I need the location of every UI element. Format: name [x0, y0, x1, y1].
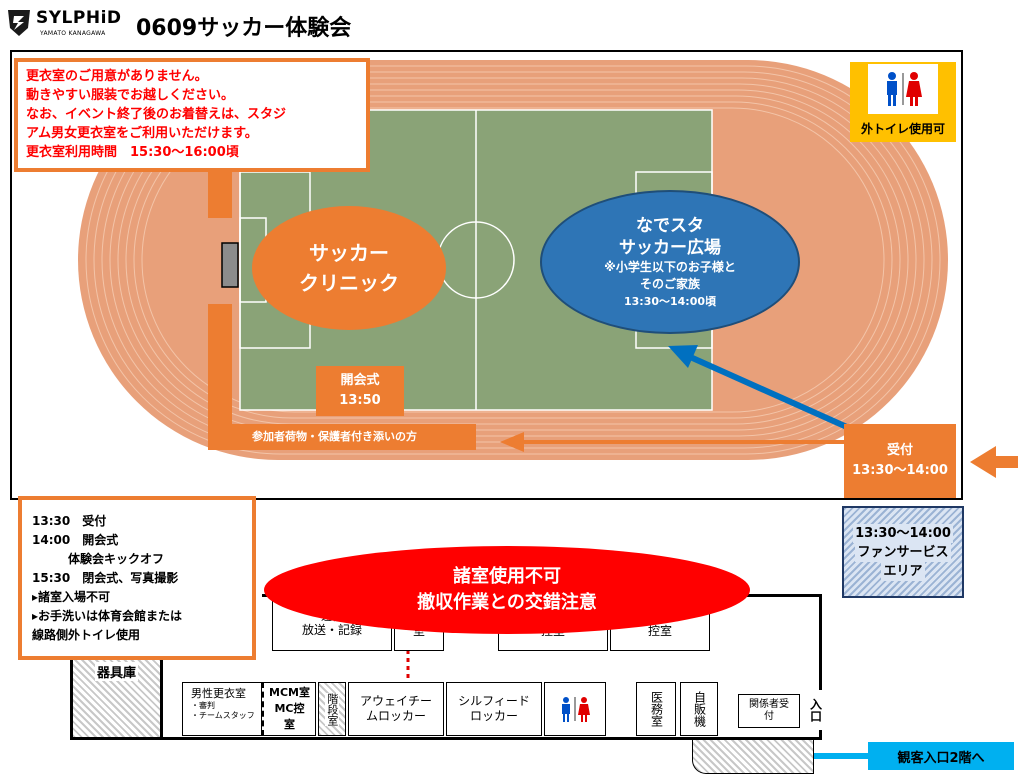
mcm-label-2: MC控 — [274, 702, 305, 715]
schedule-row: 15:30 閉会式、写真撮影 — [32, 571, 179, 585]
staff-reception-label: 関係者受付 — [749, 698, 789, 723]
notice-line: 更衣室のご用意がありません。 — [26, 69, 208, 84]
shield-logo-icon — [8, 10, 30, 36]
room-stairs: 階段室 — [318, 682, 346, 736]
room-sylphid-locker: シルフィードロッカー — [446, 682, 542, 736]
stairs-label: 階段室 — [325, 692, 339, 726]
hiroba-line3: ※小学生以下のお子様と — [604, 259, 736, 274]
reception-box: 受付 13:30〜14:00 — [844, 424, 956, 498]
soccer-hiroba-area: なでスタ サッカー広場 ※小学生以下のお子様と そのご家族 13:30〜14:0… — [540, 190, 800, 334]
soccer-clinic-area: サッカー クリニック — [252, 206, 446, 330]
reception-time: 13:30〜14:00 — [852, 463, 948, 478]
page-title: 0609サッカー体験会 — [136, 16, 352, 41]
room-broadcast-label: 放送・記録 — [301, 623, 362, 638]
building-wall-bottom — [70, 737, 822, 740]
orange-arrow-in-icon — [970, 446, 1018, 478]
hiroba-line4: そのご家族 — [639, 276, 700, 291]
building-wall-left — [70, 660, 73, 740]
path-left-top — [208, 170, 232, 218]
men-locker-sub2: ・チームスタッフ — [191, 710, 255, 720]
track-lanes — [85, 65, 941, 455]
mcm-label-3: 室 — [284, 718, 295, 731]
notice-line: 動きやすい服装でお越しください。 — [26, 88, 235, 103]
notice-line: なお、イベント終了後のお着替えは、スタジ — [26, 107, 287, 122]
building-wall-right — [819, 594, 822, 740]
mcm-label-1: MCM室 — [269, 686, 310, 699]
schedule-row: 体験会キックオフ — [32, 552, 165, 566]
luggage-label: 参加者荷物・保護者付き添いの方 — [252, 430, 417, 443]
fan-service-area: 13:30〜14:00 ファンサービス エリア — [842, 506, 964, 598]
fan-service-label2: エリア — [881, 561, 925, 581]
restroom-icon — [562, 697, 590, 722]
corridor-wall — [160, 660, 163, 740]
schedule-box: 13:30 受付 14:00 開会式 体験会キックオフ 15:30 閉会式、写真… — [18, 496, 256, 660]
equipment-storage-label: 器具庫 — [94, 662, 138, 681]
sylphid-locker-label: シルフィードロッカー — [458, 694, 530, 723]
warning-ellipse: 諸室使用不可 撤収作業との交錯注意 — [264, 546, 750, 634]
hiroba-line5: 13:30〜14:00頃 — [623, 294, 717, 308]
schedule-row: 14:00 開会式 — [32, 533, 119, 547]
room-vending: 自販機 — [680, 682, 718, 736]
staff-reception: 関係者受付 — [738, 694, 800, 728]
entrance-label: 入口 — [806, 690, 826, 730]
blue-arrow-icon — [668, 345, 860, 435]
path-left-bottom — [208, 304, 232, 424]
spectator-entrance-label: 観客入口2階へ — [868, 742, 1014, 770]
medical-label: 医務室 — [649, 691, 664, 727]
orange-arrow-left-icon — [500, 432, 848, 452]
notice-line: 更衣室利用時間 15:30〜16:00頃 — [26, 145, 239, 160]
room-men-locker: 男性更衣室 ・審判 ・チームスタッフ — [182, 682, 262, 736]
room-mcm: MCM室 MC控 室 — [262, 682, 316, 736]
men-locker-label: 男性更衣室 — [191, 687, 246, 700]
schedule-row: ▸諸室入場不可 — [32, 590, 111, 604]
logo-subtext: YAMATO KANAGAWA — [40, 30, 106, 37]
clinic-line1: サッカー — [309, 241, 389, 265]
schedule-row: 13:30 受付 — [32, 514, 107, 528]
clinic-line2: クリニック — [299, 271, 399, 295]
hiroba-line1: なでスタ — [636, 215, 704, 236]
fan-service-label1: ファンサービス — [855, 542, 951, 562]
sylphid-logo: SYLPHiD YAMATO KANAGAWA — [6, 6, 126, 42]
toilet-label: 外トイレ使用可 — [860, 121, 945, 136]
logo-wordmark: SYLPHiD — [36, 8, 122, 28]
left-goal — [221, 242, 239, 288]
opening-label: 開会式 — [340, 373, 380, 388]
luggage-bar: 参加者荷物・保護者付き添いの方 — [208, 424, 476, 450]
warning-line2: 撤収作業との交錯注意 — [417, 592, 597, 613]
opening-time: 13:50 — [339, 393, 381, 408]
restroom-icon — [868, 64, 938, 114]
room-equipment-storage: 器具庫 — [73, 660, 160, 737]
men-locker-sub1: ・審判 — [191, 700, 215, 710]
header: SYLPHiD YAMATO KANAGAWA 0609サッカー体験会 — [0, 0, 1024, 48]
spectator-stairs — [692, 740, 814, 774]
schedule-row: ▸お手洗いは体育会館または — [32, 609, 183, 623]
reception-label: 受付 — [886, 443, 913, 458]
notice-box: 更衣室のご用意がありません。 動きやすい服装でお越しください。 なお、イベント終… — [14, 58, 370, 172]
room-away-locker: アウェイチームロッカー — [348, 682, 444, 736]
warning-line1: 諸室使用不可 — [453, 566, 561, 587]
toilet-panel: 外トイレ使用可 — [850, 62, 956, 142]
hiroba-line2: サッカー広場 — [619, 237, 721, 258]
room-medical: 医務室 — [636, 682, 676, 736]
room-restroom — [544, 682, 606, 736]
notice-line: アム男女更衣室をご利用いただけます。 — [26, 126, 258, 141]
opening-ceremony-box: 開会式 13:50 — [316, 366, 404, 416]
away-locker-label: アウェイチームロッカー — [359, 694, 432, 723]
room-hikae-2-label: 控室 — [647, 623, 672, 638]
schedule-row: 線路側外トイレ使用 — [32, 628, 141, 642]
fan-service-time: 13:30〜14:00 — [853, 523, 953, 543]
vending-label: 自販機 — [692, 691, 707, 727]
